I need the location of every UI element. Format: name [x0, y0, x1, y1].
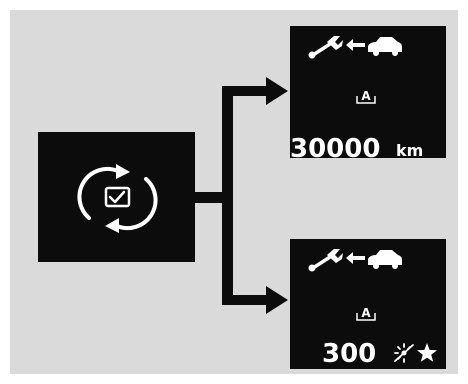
car-icon: [368, 37, 402, 56]
main-display: [38, 132, 195, 262]
cycle-arc-top: [77, 167, 120, 220]
top-display: A 30000 km: [290, 26, 446, 164]
car-icon: [368, 250, 402, 269]
bottom-display: A 300: [290, 239, 446, 369]
arrow-left-icon: [346, 39, 365, 51]
time-value: 300: [322, 339, 377, 369]
letter-a-mode-icon: A: [356, 89, 376, 104]
checkbox-frame: [104, 186, 131, 208]
cycle-arc-bottom: [115, 177, 158, 230]
arrow-to-bottom-display: [222, 286, 288, 314]
star-icon: [417, 343, 437, 362]
checkmark: [108, 190, 126, 204]
arrow-left-icon: [346, 252, 365, 264]
connector-stem: [195, 192, 222, 203]
mode-letter: A: [361, 306, 371, 320]
top-display-icons: A: [308, 36, 402, 104]
cycle-arrow-head-top: [116, 164, 130, 179]
wrench-icon: [308, 36, 343, 59]
letter-a-mode-icon: A: [356, 306, 376, 321]
distance-unit: km: [396, 141, 424, 160]
distance-value: 30000: [290, 134, 381, 164]
wrench-icon: [308, 249, 343, 272]
cycle-arrow-head-bottom: [105, 218, 119, 233]
mode-letter: A: [361, 89, 371, 103]
day-icon: [394, 343, 414, 363]
maintenance-check-cycle-icon: [77, 164, 158, 233]
bottom-display-icons: A: [308, 249, 437, 363]
connector-trunk: [222, 91, 233, 305]
arrow-to-top-display: [222, 77, 288, 105]
